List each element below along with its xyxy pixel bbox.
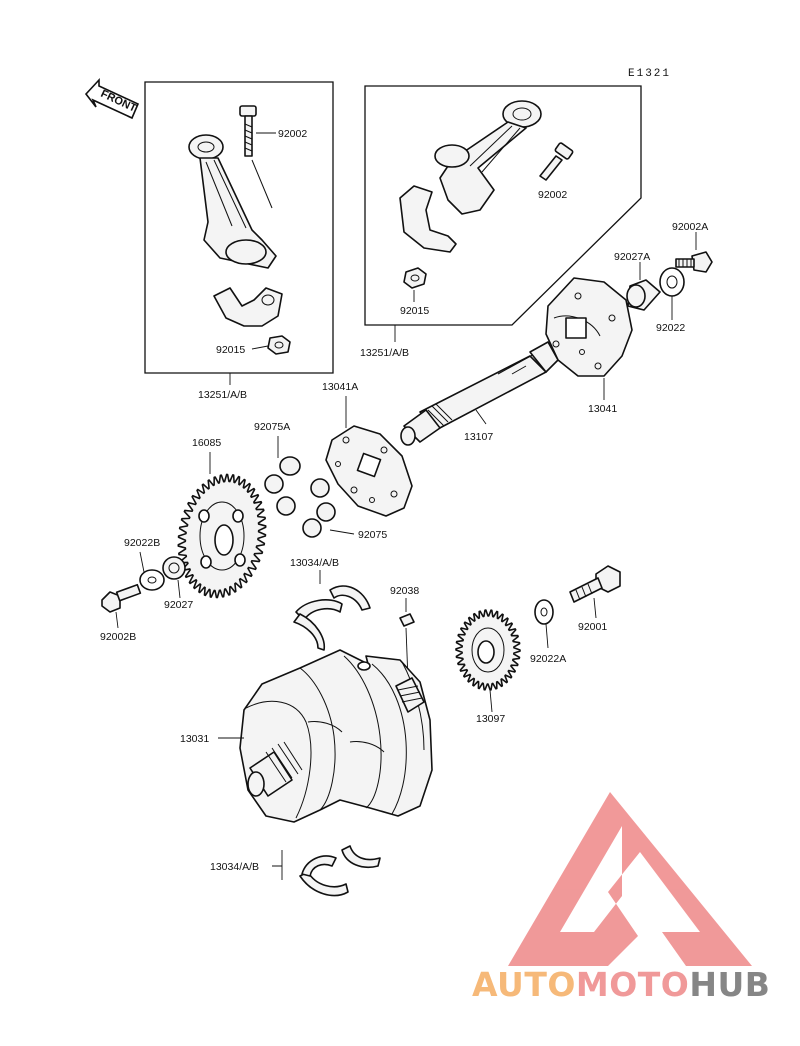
washer-92022B-icon bbox=[139, 569, 165, 591]
gear-hole bbox=[200, 555, 212, 569]
logo-text-moto: MOTO bbox=[576, 965, 689, 1004]
label-92075: 92075 bbox=[358, 529, 387, 541]
logo-text: AUTOMOTOHUB bbox=[472, 965, 770, 1004]
automotohub-logo: AUTOMOTOHUB bbox=[472, 792, 770, 1004]
label-13041A: 13041A bbox=[322, 381, 358, 393]
right-rod-group-box bbox=[364, 85, 642, 326]
connecting-rod-right bbox=[434, 100, 542, 215]
label-92022: 92022 bbox=[656, 322, 685, 334]
label-92002B: 92002B bbox=[100, 631, 136, 643]
gear-hole bbox=[198, 509, 210, 523]
label-13251-right: 13251/A/B bbox=[360, 347, 409, 359]
gear-hub bbox=[477, 640, 495, 664]
diagram-code: E1321 bbox=[628, 68, 671, 80]
label-92075A: 92075A bbox=[254, 421, 290, 433]
left-rod-group-box bbox=[144, 81, 334, 374]
gear-web bbox=[471, 627, 505, 673]
bolt-92002-left-icon bbox=[239, 105, 257, 157]
label-92015-left: 92015 bbox=[216, 344, 245, 356]
rollers-92075-icon bbox=[302, 478, 336, 538]
nut-92015-left-icon bbox=[267, 335, 291, 355]
label-92002-left: 92002 bbox=[278, 128, 307, 140]
nut-92015-right-icon bbox=[403, 267, 427, 289]
key-92038-icon bbox=[399, 613, 415, 627]
bolt-92002B-icon bbox=[101, 583, 142, 613]
label-92002A: 92002A bbox=[672, 221, 708, 233]
bolt-92002A-icon bbox=[675, 251, 713, 273]
collar-92027-icon bbox=[162, 556, 186, 580]
label-92002-right: 92002 bbox=[538, 189, 567, 201]
front-arrow-icon: FRONT bbox=[84, 77, 140, 120]
washer-92022-icon bbox=[659, 267, 685, 297]
label-92001: 92001 bbox=[578, 621, 607, 633]
washer-92022A-icon bbox=[534, 599, 554, 625]
bolt-92002-right-icon bbox=[539, 142, 574, 181]
gear-hole bbox=[234, 553, 246, 567]
label-13097: 13097 bbox=[476, 713, 505, 725]
label-92015-right: 92015 bbox=[400, 305, 429, 317]
label-13107: 13107 bbox=[464, 431, 493, 443]
gear-hole bbox=[232, 509, 244, 523]
label-92027A: 92027A bbox=[614, 251, 650, 263]
gear-16085 bbox=[177, 473, 267, 599]
label-13034-top: 13034/A/B bbox=[290, 557, 339, 569]
connecting-rod-left bbox=[188, 134, 277, 269]
gear-web bbox=[199, 501, 245, 571]
logo-triangle-icon bbox=[508, 792, 752, 966]
bearing-shells-bottom bbox=[299, 845, 381, 897]
plate-13041A bbox=[325, 425, 413, 517]
label-92022A: 92022A bbox=[530, 653, 566, 665]
logo-text-hub: HUB bbox=[689, 965, 770, 1004]
rod-cap-left bbox=[213, 287, 283, 327]
gear-hub bbox=[214, 524, 234, 556]
collar-92027A-icon bbox=[626, 279, 661, 311]
label-92027: 92027 bbox=[164, 599, 193, 611]
label-13034-bottom: 13034/A/B bbox=[210, 861, 259, 873]
crankshaft-13031 bbox=[239, 649, 433, 823]
logo-text-auto: AUTO bbox=[472, 965, 576, 1004]
label-13251-left: 13251/A/B bbox=[198, 389, 247, 401]
shaft-13107 bbox=[400, 341, 559, 446]
label-13031: 13031 bbox=[180, 733, 209, 745]
label-16085: 16085 bbox=[192, 437, 221, 449]
label-92022B: 92022B bbox=[124, 537, 160, 549]
rollers-92075A-icon bbox=[264, 456, 301, 516]
label-92038: 92038 bbox=[390, 585, 419, 597]
rod-cap-right bbox=[399, 185, 457, 253]
bearing-shells-top bbox=[293, 585, 371, 651]
label-13041: 13041 bbox=[588, 403, 617, 415]
plate-13041 bbox=[545, 277, 633, 377]
bolt-92001-icon bbox=[569, 565, 621, 603]
gear-13097 bbox=[455, 609, 521, 691]
